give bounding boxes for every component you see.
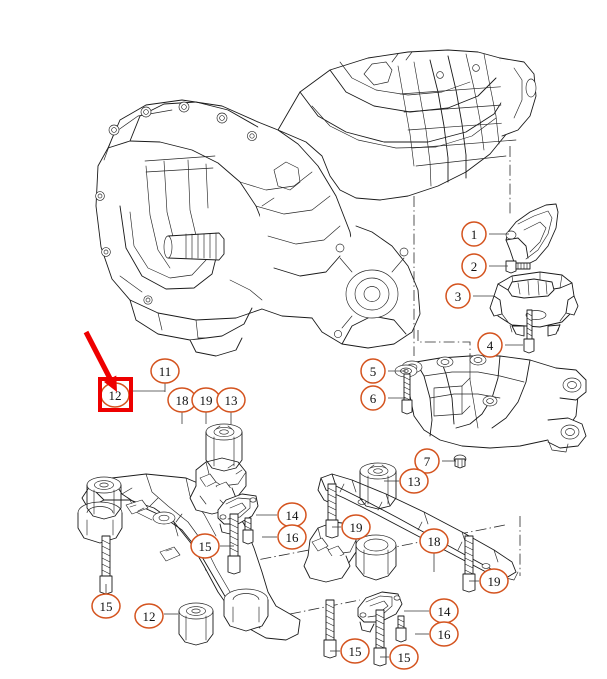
part-3-transmission-mount [489,271,579,337]
part-12-bushing-left-top [86,476,122,520]
callout-circle [477,332,503,358]
callout-number: 19 [200,393,213,408]
part-6-bolt [401,373,413,415]
transmission-assembly [95,49,537,357]
part-19-bolt-a [325,483,339,539]
callout-15[interactable]: 15 [389,644,419,670]
part-2-bolt [505,260,531,274]
callout-1[interactable]: 1 [461,221,487,247]
callout-15[interactable]: 15 [340,638,370,664]
callout-number: 15 [349,644,362,659]
callout-15[interactable]: 15 [190,533,220,559]
callout-number: 11 [159,364,172,379]
callout-number: 1 [471,227,478,242]
callout-number: 15 [398,650,411,665]
callout-2[interactable]: 2 [461,253,487,279]
callout-number: 4 [487,338,494,353]
callout-number: 13 [408,474,421,489]
callout-circle [190,533,220,559]
rear-subframe [401,354,587,469]
callout-number: 12 [109,388,122,403]
callout-7[interactable]: 7 [414,448,440,474]
callout-circle [340,638,370,664]
callout-circle [389,644,419,670]
part-13-bushing-upper-left [205,423,243,472]
callout-number: 6 [370,391,377,406]
part-15-bolt-right-b [373,609,387,667]
callout-16[interactable]: 16 [277,524,307,550]
callout-circle [419,528,449,554]
callout-18[interactable]: 18 [419,528,449,554]
callout-circle [341,514,371,540]
callout-number: 15 [100,599,113,614]
callout-circle [461,221,487,247]
callout-circle [360,358,386,384]
red-pointer-arrow [83,330,117,392]
callout-circle [414,448,440,474]
callout-circle [277,524,307,550]
callout-15[interactable]: 15 [91,593,121,619]
part-16-bolt-left [242,517,254,545]
callout-number: 14 [286,508,300,523]
crossmember-right-sleeve [303,521,397,583]
part-12-bushing-bottom [178,602,214,646]
callout-circle [479,568,509,594]
callout-3[interactable]: 3 [445,283,471,309]
part-13-bushing-brace [359,462,397,510]
callout-number: 16 [438,627,452,642]
part-19-bolt-b [462,535,476,593]
callout-circle [134,603,164,629]
callout-19[interactable]: 19 [191,387,221,413]
callout-circle [360,385,386,411]
callout-16[interactable]: 16 [429,621,459,647]
part-16-bolt-right [395,615,407,643]
callout-14[interactable]: 14 [277,502,307,528]
callout-number: 19 [488,574,501,589]
callout-circle [150,358,180,384]
callout-number: 3 [455,289,462,304]
callout-19[interactable]: 19 [479,568,509,594]
callout-circle [216,387,246,413]
part-15-bolt-left-a [227,513,241,575]
callout-number: 12 [143,609,156,624]
callout-number: 18 [176,393,189,408]
part-15-bolt-right-a [323,599,337,659]
callout-12[interactable]: 12 [134,603,164,629]
callout-circle [399,468,429,494]
part-4-bolt [523,309,535,354]
callout-circle [91,593,121,619]
callout-number: 5 [370,364,377,379]
red-annotation-layer [83,330,133,412]
callout-11[interactable]: 11 [150,358,180,384]
callout-number: 16 [286,530,300,545]
callout-19[interactable]: 19 [341,514,371,540]
callout-14[interactable]: 14 [429,598,459,624]
part-1-mount-bracket [505,203,559,267]
callout-6[interactable]: 6 [360,385,386,411]
callout-circle [445,283,471,309]
callout-4[interactable]: 4 [477,332,503,358]
callout-circle [429,621,459,647]
callout-number: 14 [438,604,452,619]
callout-13[interactable]: 13 [216,387,246,413]
part-14-pad-right [357,591,403,633]
callout-circle [461,253,487,279]
callout-13[interactable]: 13 [399,468,429,494]
callout-number: 13 [225,393,238,408]
callout-number: 15 [199,539,212,554]
callout-number: 19 [350,520,363,535]
callout-number: 2 [471,259,478,274]
callout-18[interactable]: 18 [167,387,197,413]
callout-number: 7 [424,454,431,469]
callout-number: 18 [428,534,441,549]
part-15-bolt-left-b [99,535,113,595]
callout-5[interactable]: 5 [360,358,386,384]
callout-leader-lines [105,233,523,658]
